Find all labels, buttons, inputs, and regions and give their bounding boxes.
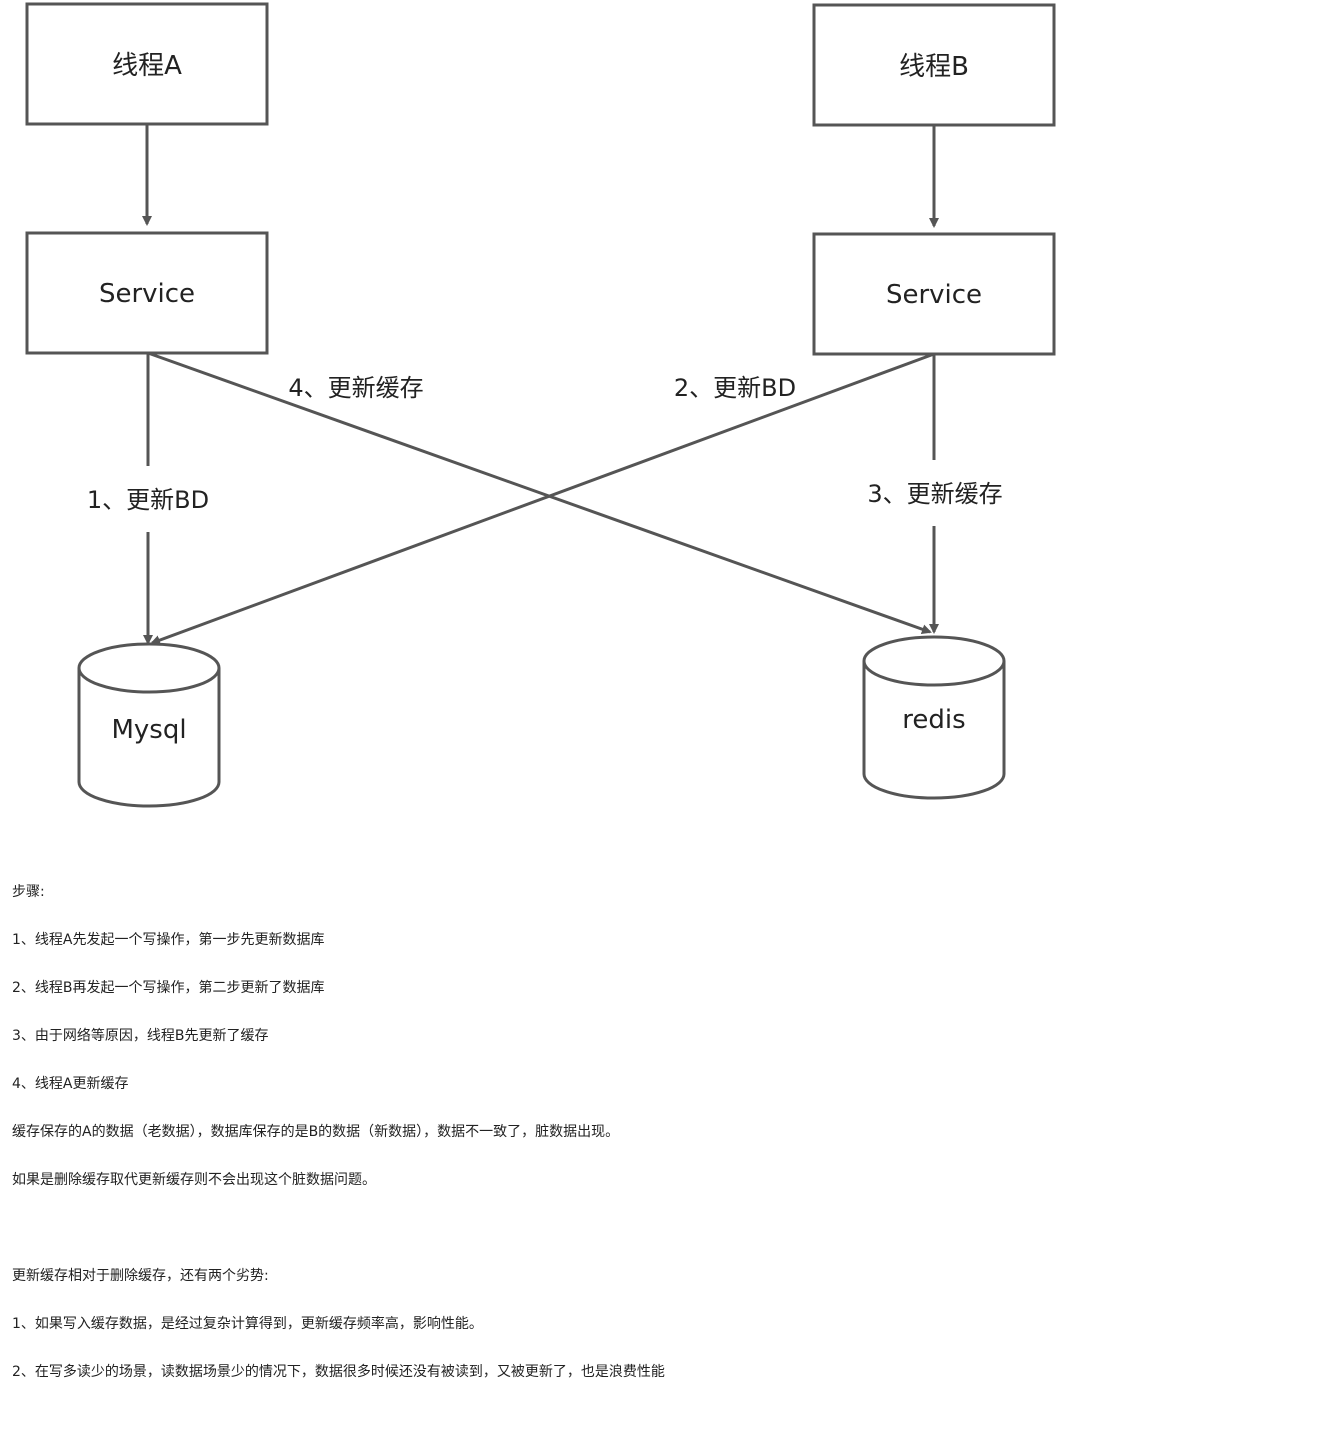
mysql-label: Mysql — [111, 715, 186, 745]
suggestion-text: 如果是删除缓存取代更新缓存则不会出现这个脏数据问题。 — [12, 1172, 376, 1188]
redis-cylinder: redis — [862, 635, 1006, 800]
step-2: 2、线程B再发起一个写操作，第二步更新了数据库 — [12, 980, 325, 996]
edge-label-a-update-db: 1、更新BD — [87, 486, 209, 514]
cache-update-diagram: 线程A 线程B Service Service Mysql redis 1、更新… — [25, 2, 1056, 808]
redis-label: redis — [902, 705, 965, 735]
thread-a-label: 线程A — [112, 51, 182, 81]
paragraph-gap — [12, 1204, 1312, 1252]
thread-a-box — [25, 2, 269, 126]
service-a-label: Service — [99, 279, 195, 309]
edge-label-a-update-cache: 4、更新缓存 — [288, 374, 423, 402]
thread-b-box — [812, 3, 1056, 127]
mysql-cylinder: Mysql — [77, 642, 221, 808]
drawbacks-heading: 更新缓存相对于删除缓存，还有两个劣势: — [12, 1268, 269, 1284]
conclusion-text: 缓存保存的A的数据（老数据），数据库保存的是B的数据（新数据），数据不一致了，脏… — [12, 1124, 620, 1140]
drawback-2: 2、在写多读少的场景，读数据场景少的情况下，数据很多时候还没有被读到，又被更新了… — [12, 1364, 665, 1380]
thread-b-label: 线程B — [899, 52, 969, 82]
step-1: 1、线程A先发起一个写操作，第一步先更新数据库 — [12, 932, 325, 948]
notes-section: 步骤: 1、线程A先发起一个写操作，第一步先更新数据库 2、线程B再发起一个写操… — [12, 868, 1312, 1396]
edge-service-a-to-redis — [147, 351, 932, 635]
service-a-box — [25, 231, 269, 355]
edge-label-b-update-db: 2、更新BD — [674, 374, 796, 402]
service-b-box — [812, 232, 1056, 356]
service-b-label: Service — [886, 280, 982, 310]
drawback-1: 1、如果写入缓存数据，是经过复杂计算得到，更新缓存频率高，影响性能。 — [12, 1316, 483, 1332]
step-4: 4、线程A更新缓存 — [12, 1076, 129, 1092]
edge-service-b-to-mysql — [150, 352, 935, 645]
edge-label-b-update-cache: 3、更新缓存 — [867, 480, 1002, 508]
steps-heading: 步骤: — [12, 884, 45, 900]
step-3: 3、由于网络等原因，线程B先更新了缓存 — [12, 1028, 269, 1044]
